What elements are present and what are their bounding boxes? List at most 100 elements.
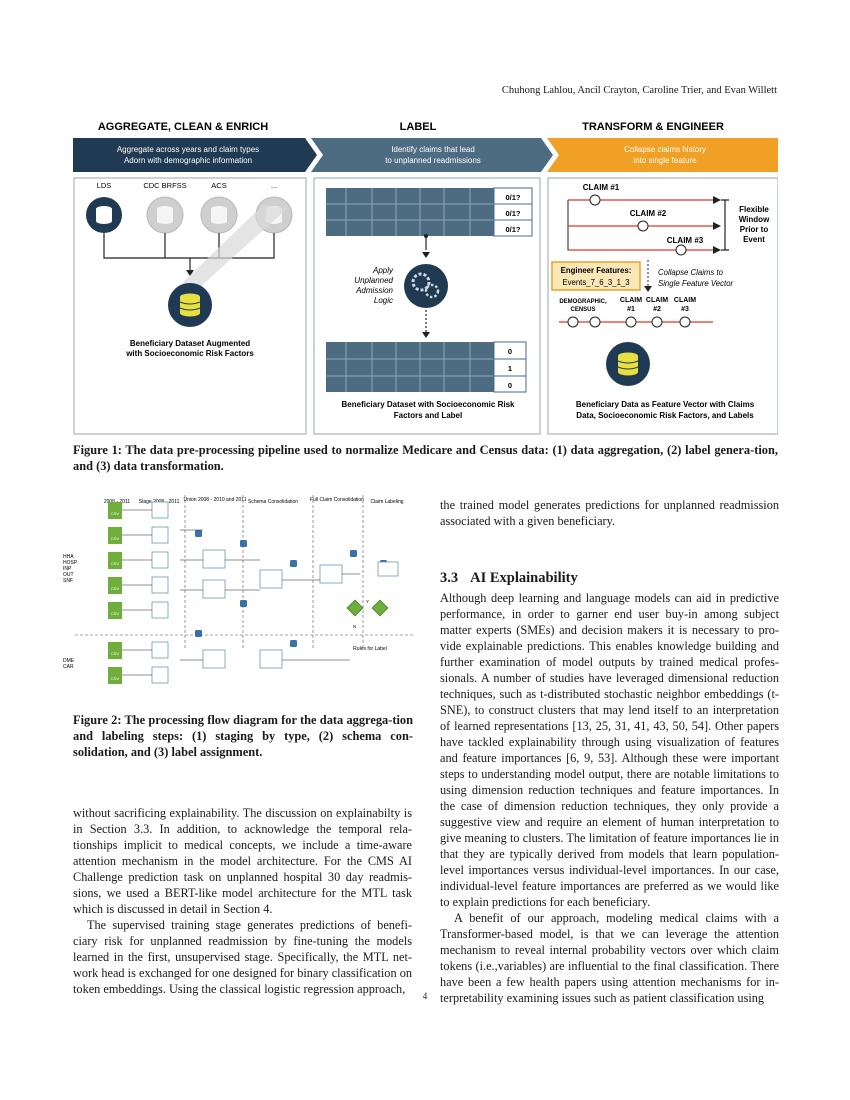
panel1-title: AGGREGATE, CLEAN & ENRICH [98, 121, 268, 133]
panel3-box [547, 177, 778, 435]
banner1-line1: Aggregate across years and claim types [117, 145, 259, 154]
right-column: Although deep learning and language mode… [440, 590, 779, 1006]
csv-file-icon [108, 502, 122, 519]
database-icon-augmented [168, 283, 212, 327]
figure-1-caption: Figure 1: The data pre-processing pipeli… [73, 443, 778, 473]
engineer-features-box [551, 261, 641, 291]
stage-table [151, 666, 169, 684]
csv-file-label: CSV [111, 676, 120, 681]
claim1-label: CLAIM #1 [583, 183, 620, 192]
rule-diamonds [346, 599, 389, 617]
top-label-2: 0/1? [505, 209, 520, 218]
csv-file-icon [108, 552, 122, 569]
panel1-banner [73, 138, 317, 172]
collapse-line1: Collapse Claims to [658, 268, 724, 277]
database-icon-cdc [146, 196, 184, 234]
claim2-label: CLAIM #2 [630, 209, 667, 218]
window-line2: Window [739, 215, 770, 224]
vector-claim2-a: CLAIM [646, 297, 668, 304]
panel3-result-line2: Data, Socioeconomic Risk Factors, and La… [576, 411, 754, 420]
figure-1-pipeline: AGGREGATE, CLEAN & ENRICH LABEL TRANSFOR… [73, 121, 778, 435]
panel1-result-line2: with Socioeconomic Risk Factors [125, 349, 254, 358]
section-number: 3.3 [440, 570, 459, 586]
group-bottom-2: CAR [63, 664, 74, 670]
csv-file-icon [108, 642, 122, 659]
section-title: AI Explainability [470, 570, 578, 586]
vector-demo-line2: CENSUS [570, 307, 595, 313]
csv-file-icon [108, 577, 122, 594]
database-icon-acs [200, 196, 238, 234]
engineer-title: Engineer Features: [561, 266, 632, 275]
bottom-label-1: 0 [508, 347, 512, 356]
union-tables [202, 549, 343, 669]
claim3-label: CLAIM #3 [667, 236, 704, 245]
logic-line2: Unplanned [354, 276, 393, 285]
vector-claim3-b: #3 [681, 306, 689, 313]
csv-file-label: CSV [111, 586, 120, 591]
vector-claim1-b: #1 [627, 306, 635, 313]
source-more: ... [271, 181, 277, 190]
stage-tables [122, 501, 169, 684]
group-bottom-1: DME [63, 658, 75, 664]
stage-table [151, 601, 169, 619]
section-heading: 3.3 AI Explainability [440, 570, 578, 587]
right-para-0: the trained model generates predictions … [440, 498, 779, 528]
panel2-result-line2: Factors and Label [394, 411, 462, 420]
right-para-1: Although deep learning and language mode… [440, 591, 779, 909]
logic-line4: Logic [374, 296, 393, 305]
page-number: 4 [422, 991, 428, 1001]
col-header-5: Full Claim Consolidation [310, 497, 364, 503]
banner2-line1: Identify claims that lead [391, 145, 475, 154]
engineer-value: Events_7_6_3_1_3 [562, 278, 629, 287]
panel3-banner [547, 138, 778, 172]
gear-icon [404, 264, 448, 308]
vector-claim1-a: CLAIM [620, 297, 642, 304]
banner3-line1: Collapse claims history [624, 145, 706, 154]
panel2-banner [311, 138, 553, 172]
source-lds: LDS [97, 181, 112, 190]
label-table-top [326, 187, 533, 237]
top-label-1: 0/1? [505, 193, 520, 202]
source-cdc-brfss: CDC BRFSS [143, 181, 186, 190]
panel3-result-line1: Beneficiary Data as Feature Vector with … [576, 400, 755, 409]
group-top-4: OUT [63, 572, 74, 578]
banner3-line2: into single feature [633, 156, 697, 165]
csv-file-label: CSV [111, 651, 120, 656]
vector-claim3-a: CLAIM [674, 297, 696, 304]
stage-table [151, 526, 169, 544]
top-label-3: 0/1? [505, 225, 520, 234]
panel2-title: LABEL [400, 121, 437, 133]
csv-file-icon [108, 667, 122, 684]
zoom-callout [179, 205, 288, 286]
vector-claim2-b: #2 [653, 306, 661, 313]
logic-line3: Admission [355, 286, 393, 295]
group-top-5: SNF [63, 578, 73, 584]
group-top-2: HOSP [63, 560, 78, 566]
panel3-title: TRANSFORM & ENGINEER [582, 121, 724, 133]
window-line3: Prior to [740, 225, 769, 234]
col-header-4: Schema Consolidation [248, 499, 298, 505]
left-column: without sacrificing explainability. The … [73, 805, 412, 997]
database-icon-feature-vector [606, 342, 650, 386]
csv-file-label: CSV [111, 511, 120, 516]
group-top-3: INP [63, 566, 72, 572]
banner2-line2: to unplanned readmissions [385, 156, 481, 165]
source-acs: ACS [211, 181, 226, 190]
col-header-3: Union 2008 - 2010 and 2011 [183, 497, 246, 503]
csv-file-icon [108, 602, 122, 619]
rules-label: Rules for Label [353, 646, 387, 652]
running-header: Chuhong Lahlou, Ancil Crayton, Caroline … [501, 85, 777, 96]
col-header-6: Claim Labeling [370, 499, 403, 505]
csv-file-label: CSV [111, 536, 120, 541]
rule-n: N [353, 624, 356, 629]
left-para-1: without sacrificing explainability. The … [73, 806, 412, 916]
figure-2-caption: Figure 2: The processing flow diagram fo… [73, 713, 413, 759]
panel2-result-line1: Beneficiary Dataset with Socioeconomic R… [342, 400, 515, 409]
csv-file-icon [108, 527, 122, 544]
window-line4: Event [743, 235, 765, 244]
window-line1: Flexible [739, 205, 769, 214]
label-table-bottom [326, 341, 527, 393]
logic-line1: Apply [372, 266, 394, 275]
stage-table [151, 501, 169, 519]
